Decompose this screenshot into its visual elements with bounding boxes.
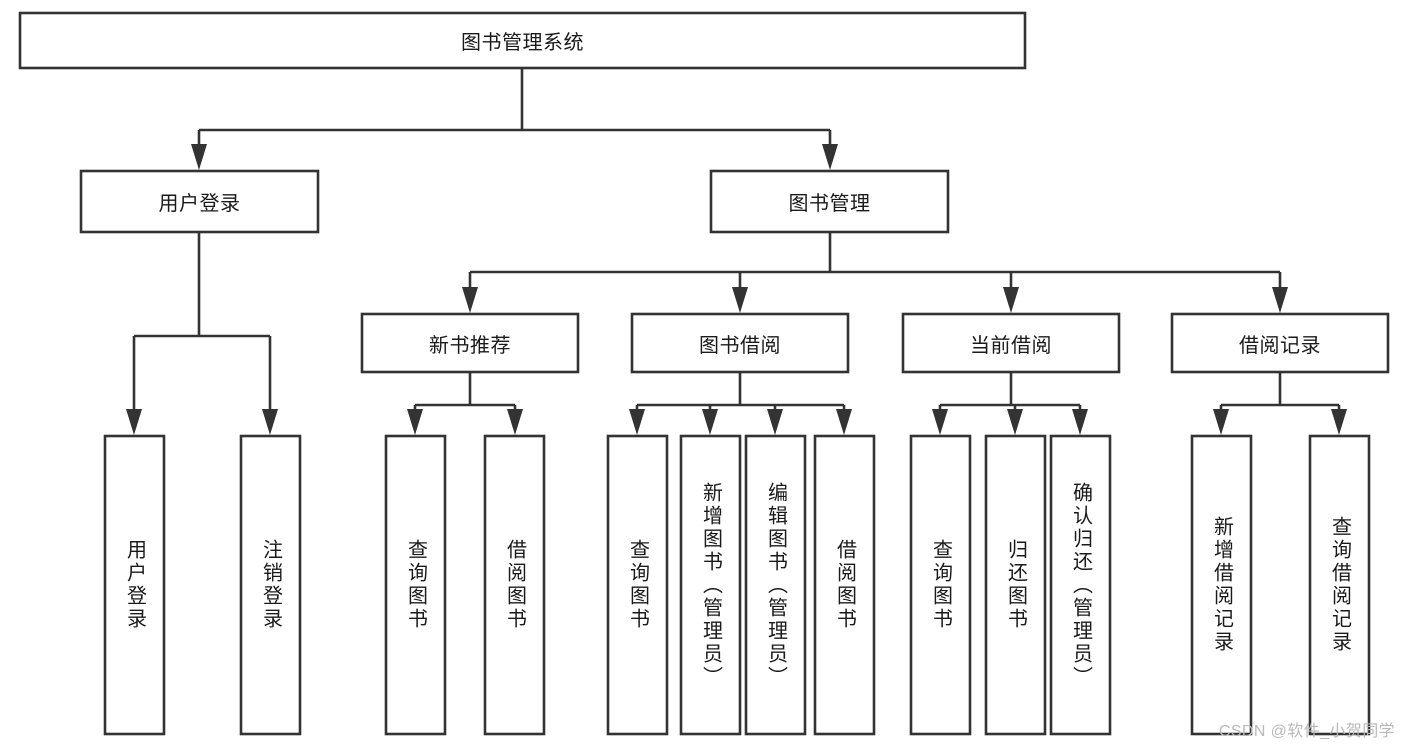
arrow-head-leaf-query-book-current bbox=[932, 409, 948, 435]
leaf-box-borrow-book-recommend[interactable] bbox=[483, 434, 546, 736]
arrow-head-borrow-records bbox=[1272, 287, 1288, 313]
arrow-head-leaf-query-book-recommend bbox=[407, 409, 423, 435]
leaf-box-borrow-book[interactable] bbox=[813, 434, 876, 736]
leaf-box-add-borrow-record[interactable] bbox=[1190, 434, 1253, 736]
arrow-head-current-borrow bbox=[1003, 287, 1019, 313]
arrow-head-leaf-add-book-admin bbox=[702, 409, 718, 435]
arrow-head-leaf-edit-book-admin bbox=[767, 409, 783, 435]
connector-root-to-level1 bbox=[191, 68, 838, 170]
leaf-box-query-borrow-record[interactable] bbox=[1308, 434, 1371, 736]
connector-borrow-records-to-leaves bbox=[1213, 372, 1347, 435]
connector-user-login-to-leaves bbox=[126, 232, 278, 435]
node-box-book-borrow[interactable] bbox=[630, 312, 850, 374]
arrow-head-leaf-return-book bbox=[1007, 409, 1023, 435]
leaf-box-edit-book-admin[interactable] bbox=[744, 434, 807, 736]
leaf-box-return-book[interactable] bbox=[984, 434, 1047, 736]
leaf-box-user-login[interactable] bbox=[103, 434, 166, 736]
arrow-head-leaf-query-book-borrow bbox=[629, 409, 645, 435]
connector-current-borrow-to-leaves bbox=[932, 372, 1088, 435]
arrow-head-new-book-recommend bbox=[462, 287, 478, 313]
node-box-user-login[interactable] bbox=[79, 169, 320, 234]
arrow-head-leaf-logout bbox=[262, 409, 278, 435]
arrow-head-leaf-add-borrow-record bbox=[1213, 409, 1229, 435]
connector-book-management-to-level2 bbox=[462, 232, 1288, 313]
leaf-box-query-book-borrow[interactable] bbox=[606, 434, 669, 736]
arrow-head-user-login bbox=[191, 144, 207, 170]
node-box-root[interactable] bbox=[18, 11, 1027, 70]
arrow-head-leaf-query-borrow-record bbox=[1331, 409, 1347, 435]
arrow-head-leaf-borrow-book-recommend bbox=[507, 409, 523, 435]
leaf-box-query-book-current[interactable] bbox=[909, 434, 972, 736]
node-box-current-borrow[interactable] bbox=[901, 312, 1121, 374]
node-box-new-book-recommend[interactable] bbox=[360, 312, 580, 374]
arrow-head-book-borrow bbox=[732, 287, 748, 313]
arrow-head-leaf-user-login bbox=[126, 409, 142, 435]
leaf-box-query-book-recommend[interactable] bbox=[384, 434, 447, 736]
leaf-box-confirm-return-admin[interactable] bbox=[1049, 434, 1112, 736]
arrow-head-book-management bbox=[822, 144, 838, 170]
connector-book-borrow-to-leaves bbox=[629, 372, 852, 435]
arrow-head-leaf-confirm-return-admin bbox=[1072, 409, 1088, 435]
connector-new-book-to-leaves bbox=[407, 372, 523, 435]
node-box-borrow-records[interactable] bbox=[1170, 312, 1390, 374]
node-box-book-management[interactable] bbox=[709, 169, 950, 234]
leaf-box-add-book-admin[interactable] bbox=[679, 434, 742, 736]
leaf-box-logout[interactable] bbox=[239, 434, 302, 736]
arrow-head-leaf-borrow-book bbox=[836, 409, 852, 435]
